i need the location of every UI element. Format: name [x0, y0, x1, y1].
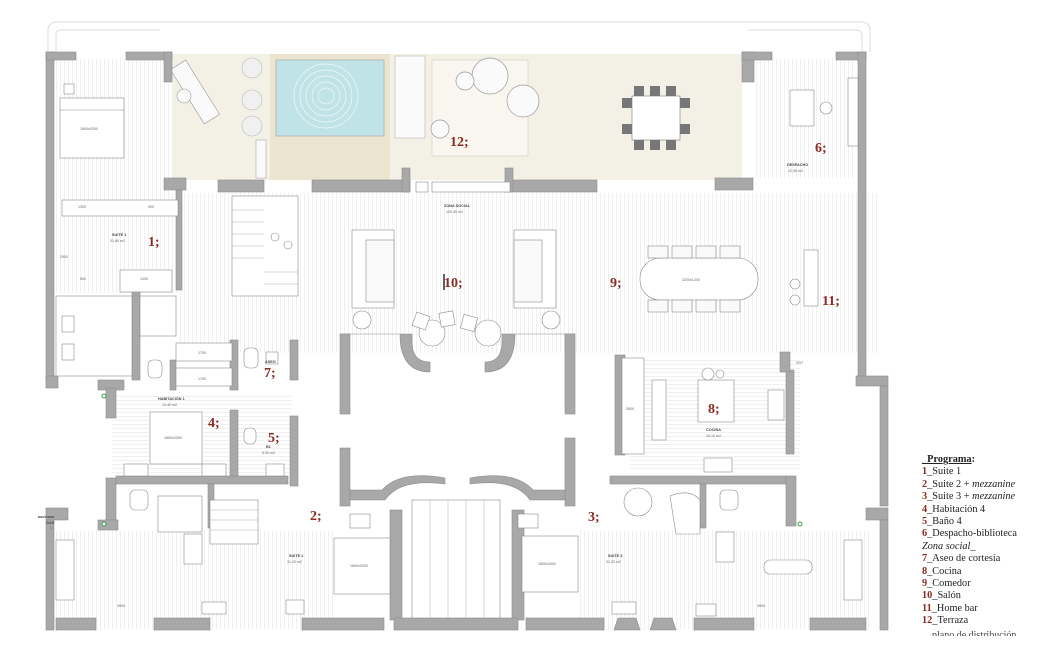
- gas-label: GAS: [46, 521, 55, 525]
- roof-railing: [47, 21, 871, 52]
- floor-plan: 1; 2; 3; 4; 5; 6; 7; 8; 9; 10; 11; 12; S…: [38, 21, 889, 631]
- pool: [275, 59, 385, 137]
- dim-label: 1800x2000: [164, 436, 182, 440]
- room-area: 12.95 m2: [788, 169, 803, 173]
- room-number: 5;: [268, 431, 280, 446]
- legend-title: _Programa:: [922, 454, 976, 465]
- room-name: SUITE 2: [289, 554, 303, 558]
- furniture: [55, 77, 863, 619]
- dim-label: 1800x2000: [538, 562, 556, 566]
- room-name: B1: [266, 445, 271, 449]
- room-name: HABITACIÓN 1: [158, 396, 185, 401]
- room-area: 31.20 m2: [606, 560, 621, 564]
- room-number: 9;: [610, 276, 622, 291]
- dim-label: 3200x1300: [682, 278, 700, 282]
- room-name: COCINA: [706, 428, 721, 432]
- legend-item: 6_Despacho-biblioteca: [922, 528, 1017, 540]
- walls: [45, 51, 889, 631]
- room-area: 100.40 m2: [446, 210, 463, 214]
- dim-label: 900: [148, 205, 154, 209]
- legend-item: 12_Terraza: [922, 615, 969, 627]
- room-number: 2;: [310, 509, 322, 524]
- room-area: 10.40 m2: [162, 403, 177, 407]
- room-name: DESPACHO: [787, 163, 808, 167]
- room-number: 1;: [148, 235, 160, 250]
- room-number: 12;: [450, 135, 469, 150]
- room-area: 31.80 m2: [110, 239, 125, 243]
- room-name: ASEO: [265, 360, 276, 364]
- legend-item: 7_Aseo de cortesía: [922, 553, 1001, 565]
- room-number: 6;: [815, 141, 827, 156]
- legend-item: 3_Suite 3 + mezzanine: [922, 491, 1016, 503]
- room-number: 11;: [822, 294, 840, 309]
- legend-item: 4_Habitación 4: [922, 503, 986, 515]
- legend-item: 11_Home bar: [922, 602, 978, 614]
- room-number: 7;: [264, 366, 276, 381]
- dim-label: 500: [80, 277, 86, 281]
- dim-label: 2900: [60, 255, 68, 259]
- room-name: SUITE 3: [608, 554, 622, 558]
- dim-label: 1800x2000: [350, 564, 368, 568]
- legend-item: 8_Cocina: [922, 565, 962, 577]
- room-number: 10;: [444, 276, 463, 291]
- legend-item: 10_Salón: [922, 590, 961, 602]
- dim-label: 2600: [626, 407, 634, 411]
- program-legend: _Programa: 1_Suite 1 2_Suite 2 + mezzani…: [922, 454, 1058, 636]
- room-area: 31.20 m2: [287, 560, 302, 564]
- room-labels: SUITE 1 31.80 m2 SUITE 2 31.20 m2 SUITE …: [110, 163, 808, 564]
- room-numbers: 1; 2; 3; 4; 5; 6; 7; 8; 9; 10; 11; 12;: [148, 135, 840, 525]
- legend-item: 9_Comedor: [922, 578, 971, 590]
- dim-label: 3500: [117, 604, 125, 608]
- legend-item: 2_Suite 2 + mezzanine: [922, 478, 1016, 490]
- room-name: ZONA SOCIAL: [444, 204, 471, 208]
- gas-sub-label: 1: [50, 526, 52, 530]
- legend-section: Zona social_: [922, 540, 976, 552]
- dimension-labels: 1300 900 2900 500 1300 1700 1700 3500 35…: [38, 127, 804, 608]
- markers: [101, 393, 803, 527]
- dim-label: 1300: [78, 205, 86, 209]
- dim-label: 1800x2000: [80, 127, 98, 131]
- ascensor-label: ascensor: [38, 515, 55, 519]
- legend-item: 5_Baño 4: [922, 516, 962, 528]
- room-number: 8;: [708, 402, 720, 417]
- dim-label: 1700: [198, 377, 206, 381]
- room-number: 4;: [208, 416, 220, 431]
- room-name: SUITE 1: [112, 233, 126, 237]
- room-area: 5.30 m2: [262, 451, 275, 455]
- terrace: [169, 54, 742, 180]
- dim-label: 3500: [757, 604, 765, 608]
- room-number: 3;: [588, 510, 600, 525]
- legend-item: 1_Suite 1: [922, 466, 962, 478]
- dim-label: 1700: [198, 351, 206, 355]
- legend-cut-text: ... plano de distribución: [922, 629, 1017, 636]
- room-area: 16.10 m2: [706, 434, 721, 438]
- dim-label: 1300: [140, 277, 148, 281]
- dim-label: VNT: [796, 361, 804, 365]
